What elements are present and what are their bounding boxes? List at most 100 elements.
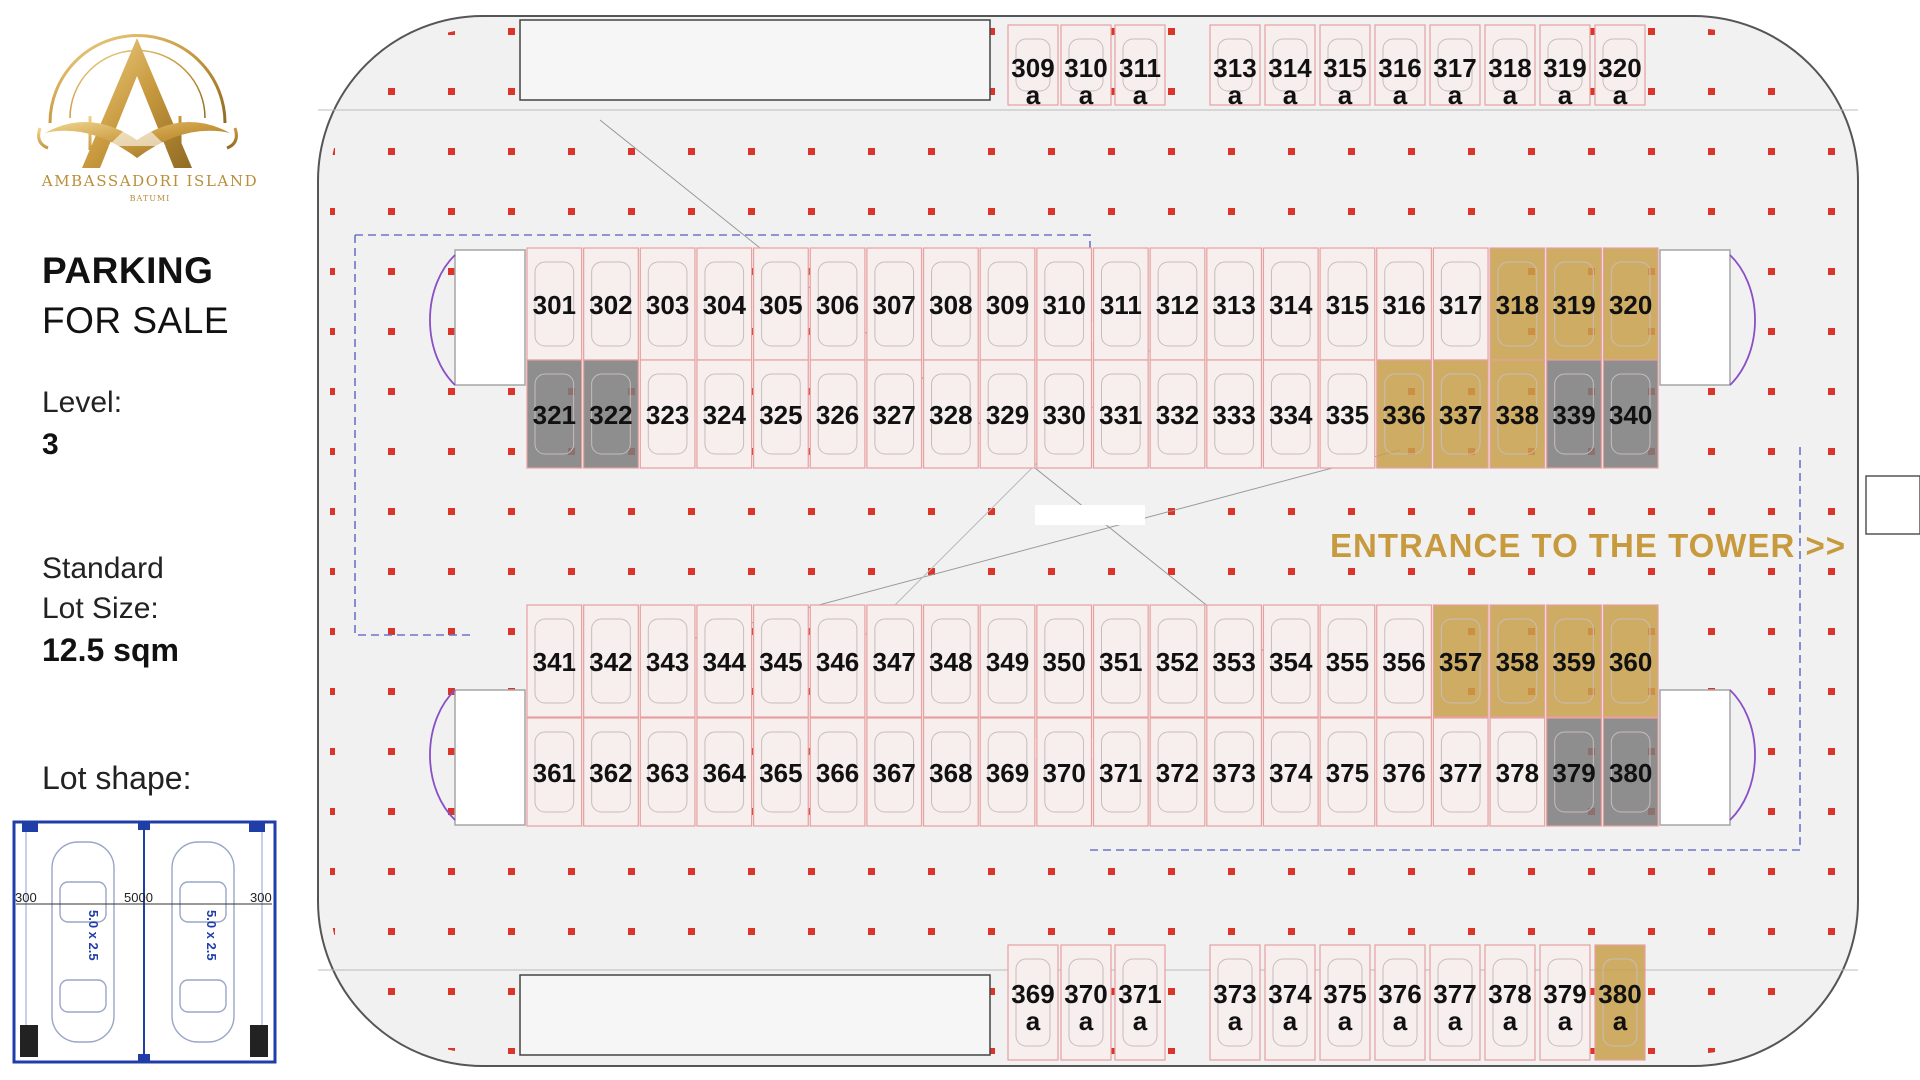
parking-slot[interactable] (1149, 359, 1206, 469)
parking-slot[interactable] (1602, 717, 1659, 827)
parking-slot[interactable] (1036, 359, 1093, 469)
parking-slot[interactable] (979, 359, 1036, 469)
slot-number: 341 (533, 647, 576, 677)
parking-slot[interactable] (1489, 717, 1546, 827)
car-outline-icon (1440, 731, 1481, 813)
car-outline-icon (1122, 38, 1158, 92)
parking-slot[interactable] (1376, 359, 1433, 469)
slot-number: 315 (1323, 53, 1366, 83)
car-outline-icon (1554, 731, 1594, 813)
slot-number: 323 (646, 400, 689, 430)
car-outline-icon (1015, 958, 1051, 1047)
slot-number: 311 (1119, 53, 1161, 83)
slot-suffix: a (1503, 1006, 1518, 1036)
parking-rows: 309a310a311a313a314a315a316a317a318a319a… (526, 24, 1659, 1061)
parking-slot[interactable] (1149, 717, 1206, 827)
slot-number: 375 (1323, 979, 1366, 1009)
car-outline-icon (1497, 618, 1538, 704)
parking-slot[interactable] (1206, 359, 1263, 469)
parking-slot[interactable] (583, 359, 639, 469)
car-outline-icon (1217, 958, 1253, 1047)
car-outline-icon (591, 373, 631, 455)
car-outline-icon (1327, 618, 1368, 704)
parking-slot[interactable] (1092, 717, 1149, 827)
slot-number: 353 (1212, 647, 1255, 677)
slot-number: 351 (1099, 647, 1142, 677)
car-outline-icon (1384, 731, 1424, 813)
parking-slot[interactable] (752, 717, 809, 827)
slot-number: 324 (703, 400, 747, 430)
car-outline-icon (1217, 38, 1253, 92)
slot-number: 379 (1543, 979, 1586, 1009)
parking-slot[interactable] (1546, 717, 1602, 827)
car-outline-icon (1068, 38, 1104, 92)
car-outline-icon (1068, 958, 1104, 1047)
parking-slot[interactable] (1489, 359, 1546, 469)
parking-slot[interactable] (639, 717, 696, 827)
parking-slot[interactable] (1206, 717, 1263, 827)
lot-size-label-2: Lot Size: (42, 592, 159, 625)
parking-slot[interactable] (696, 717, 753, 827)
stair-arcs (429, 254, 1756, 821)
slot-number: 331 (1099, 400, 1142, 430)
car-outline-icon (1547, 958, 1583, 1047)
parking-slot[interactable] (752, 359, 809, 469)
slot-number: 356 (1382, 647, 1425, 677)
ambassadori-logo-icon (37, 34, 238, 168)
slot-number: 370 (1064, 979, 1107, 1009)
parking-slot[interactable] (809, 717, 866, 827)
parking-slot[interactable] (1036, 717, 1093, 827)
parking-slot[interactable] (866, 359, 923, 469)
slot-suffix: a (1448, 80, 1463, 110)
parking-slot[interactable] (696, 359, 753, 469)
car-outline-icon (931, 731, 971, 813)
parking-slot[interactable] (1376, 717, 1433, 827)
parking-slot[interactable] (922, 717, 979, 827)
parking-slot[interactable] (1319, 717, 1376, 827)
parking-slot[interactable] (526, 717, 583, 827)
slot-number: 316 (1378, 53, 1421, 83)
slot-suffix: a (1079, 1006, 1094, 1036)
slot-number: 325 (759, 400, 802, 430)
parking-slot[interactable] (526, 359, 583, 469)
parking-slot[interactable] (1262, 717, 1319, 827)
parking-slot[interactable] (1262, 359, 1319, 469)
slot-number: 319 (1552, 290, 1595, 320)
parking-slot[interactable] (639, 359, 696, 469)
car-outline-icon (1270, 731, 1311, 813)
car-outline-icon (1440, 618, 1481, 704)
car-outline-icon (817, 618, 858, 704)
slot-number: 359 (1552, 647, 1595, 677)
parking-slot[interactable] (809, 359, 866, 469)
dim-left: 300 (15, 890, 37, 905)
car-outline-icon (1157, 618, 1198, 704)
slot-number: 305 (759, 290, 802, 320)
car-outline-icon (704, 618, 745, 704)
car-outline-icon (761, 618, 801, 704)
parking-slot[interactable] (1092, 359, 1149, 469)
title-line-2: FOR SALE (42, 300, 229, 341)
slot-number: 375 (1326, 758, 1369, 788)
parking-slot[interactable] (1546, 359, 1602, 469)
parking-slot[interactable] (1432, 717, 1489, 827)
parking-slot[interactable] (979, 717, 1036, 827)
slot-number: 314 (1268, 53, 1312, 83)
parking-slot[interactable] (922, 359, 979, 469)
slot-number: 314 (1269, 290, 1313, 320)
parking-slot[interactable] (1602, 359, 1659, 469)
parking-slot[interactable] (866, 717, 923, 827)
parking-slot[interactable] (1319, 359, 1376, 469)
parking-slot[interactable] (583, 717, 639, 827)
slot-suffix: a (1283, 1006, 1298, 1036)
lot-size-label-1: Standard (42, 552, 164, 585)
slot-number: 369 (1011, 979, 1054, 1009)
slot-number: 321 (533, 400, 576, 430)
car-outline-icon (647, 618, 688, 704)
slot-number: 322 (589, 400, 632, 430)
car-outline-icon (1554, 261, 1594, 347)
slot-number: 333 (1212, 400, 1255, 430)
slot-2-size: 5.0 x 2.5 (204, 910, 219, 961)
parking-slot[interactable] (1432, 359, 1489, 469)
slot-number: 349 (986, 647, 1029, 677)
car-outline-icon (1214, 731, 1254, 813)
